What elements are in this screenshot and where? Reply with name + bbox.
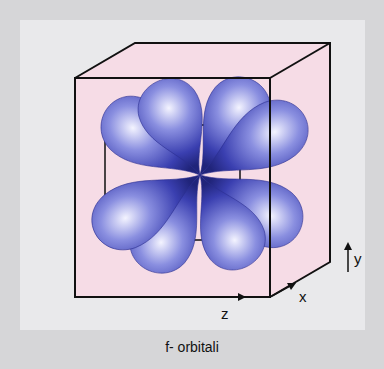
- axis-label: z: [221, 306, 229, 321]
- cube-edges: [75, 43, 330, 297]
- orbital-lobe: [81, 148, 216, 262]
- panel: [20, 20, 365, 330]
- cube-fill: [75, 43, 330, 297]
- axis-label: y: [354, 251, 362, 266]
- orbital-lobes: [81, 65, 320, 284]
- axis-arrows: [205, 242, 352, 301]
- caption: f- orbitali: [165, 340, 219, 354]
- axis-label: x: [299, 289, 307, 304]
